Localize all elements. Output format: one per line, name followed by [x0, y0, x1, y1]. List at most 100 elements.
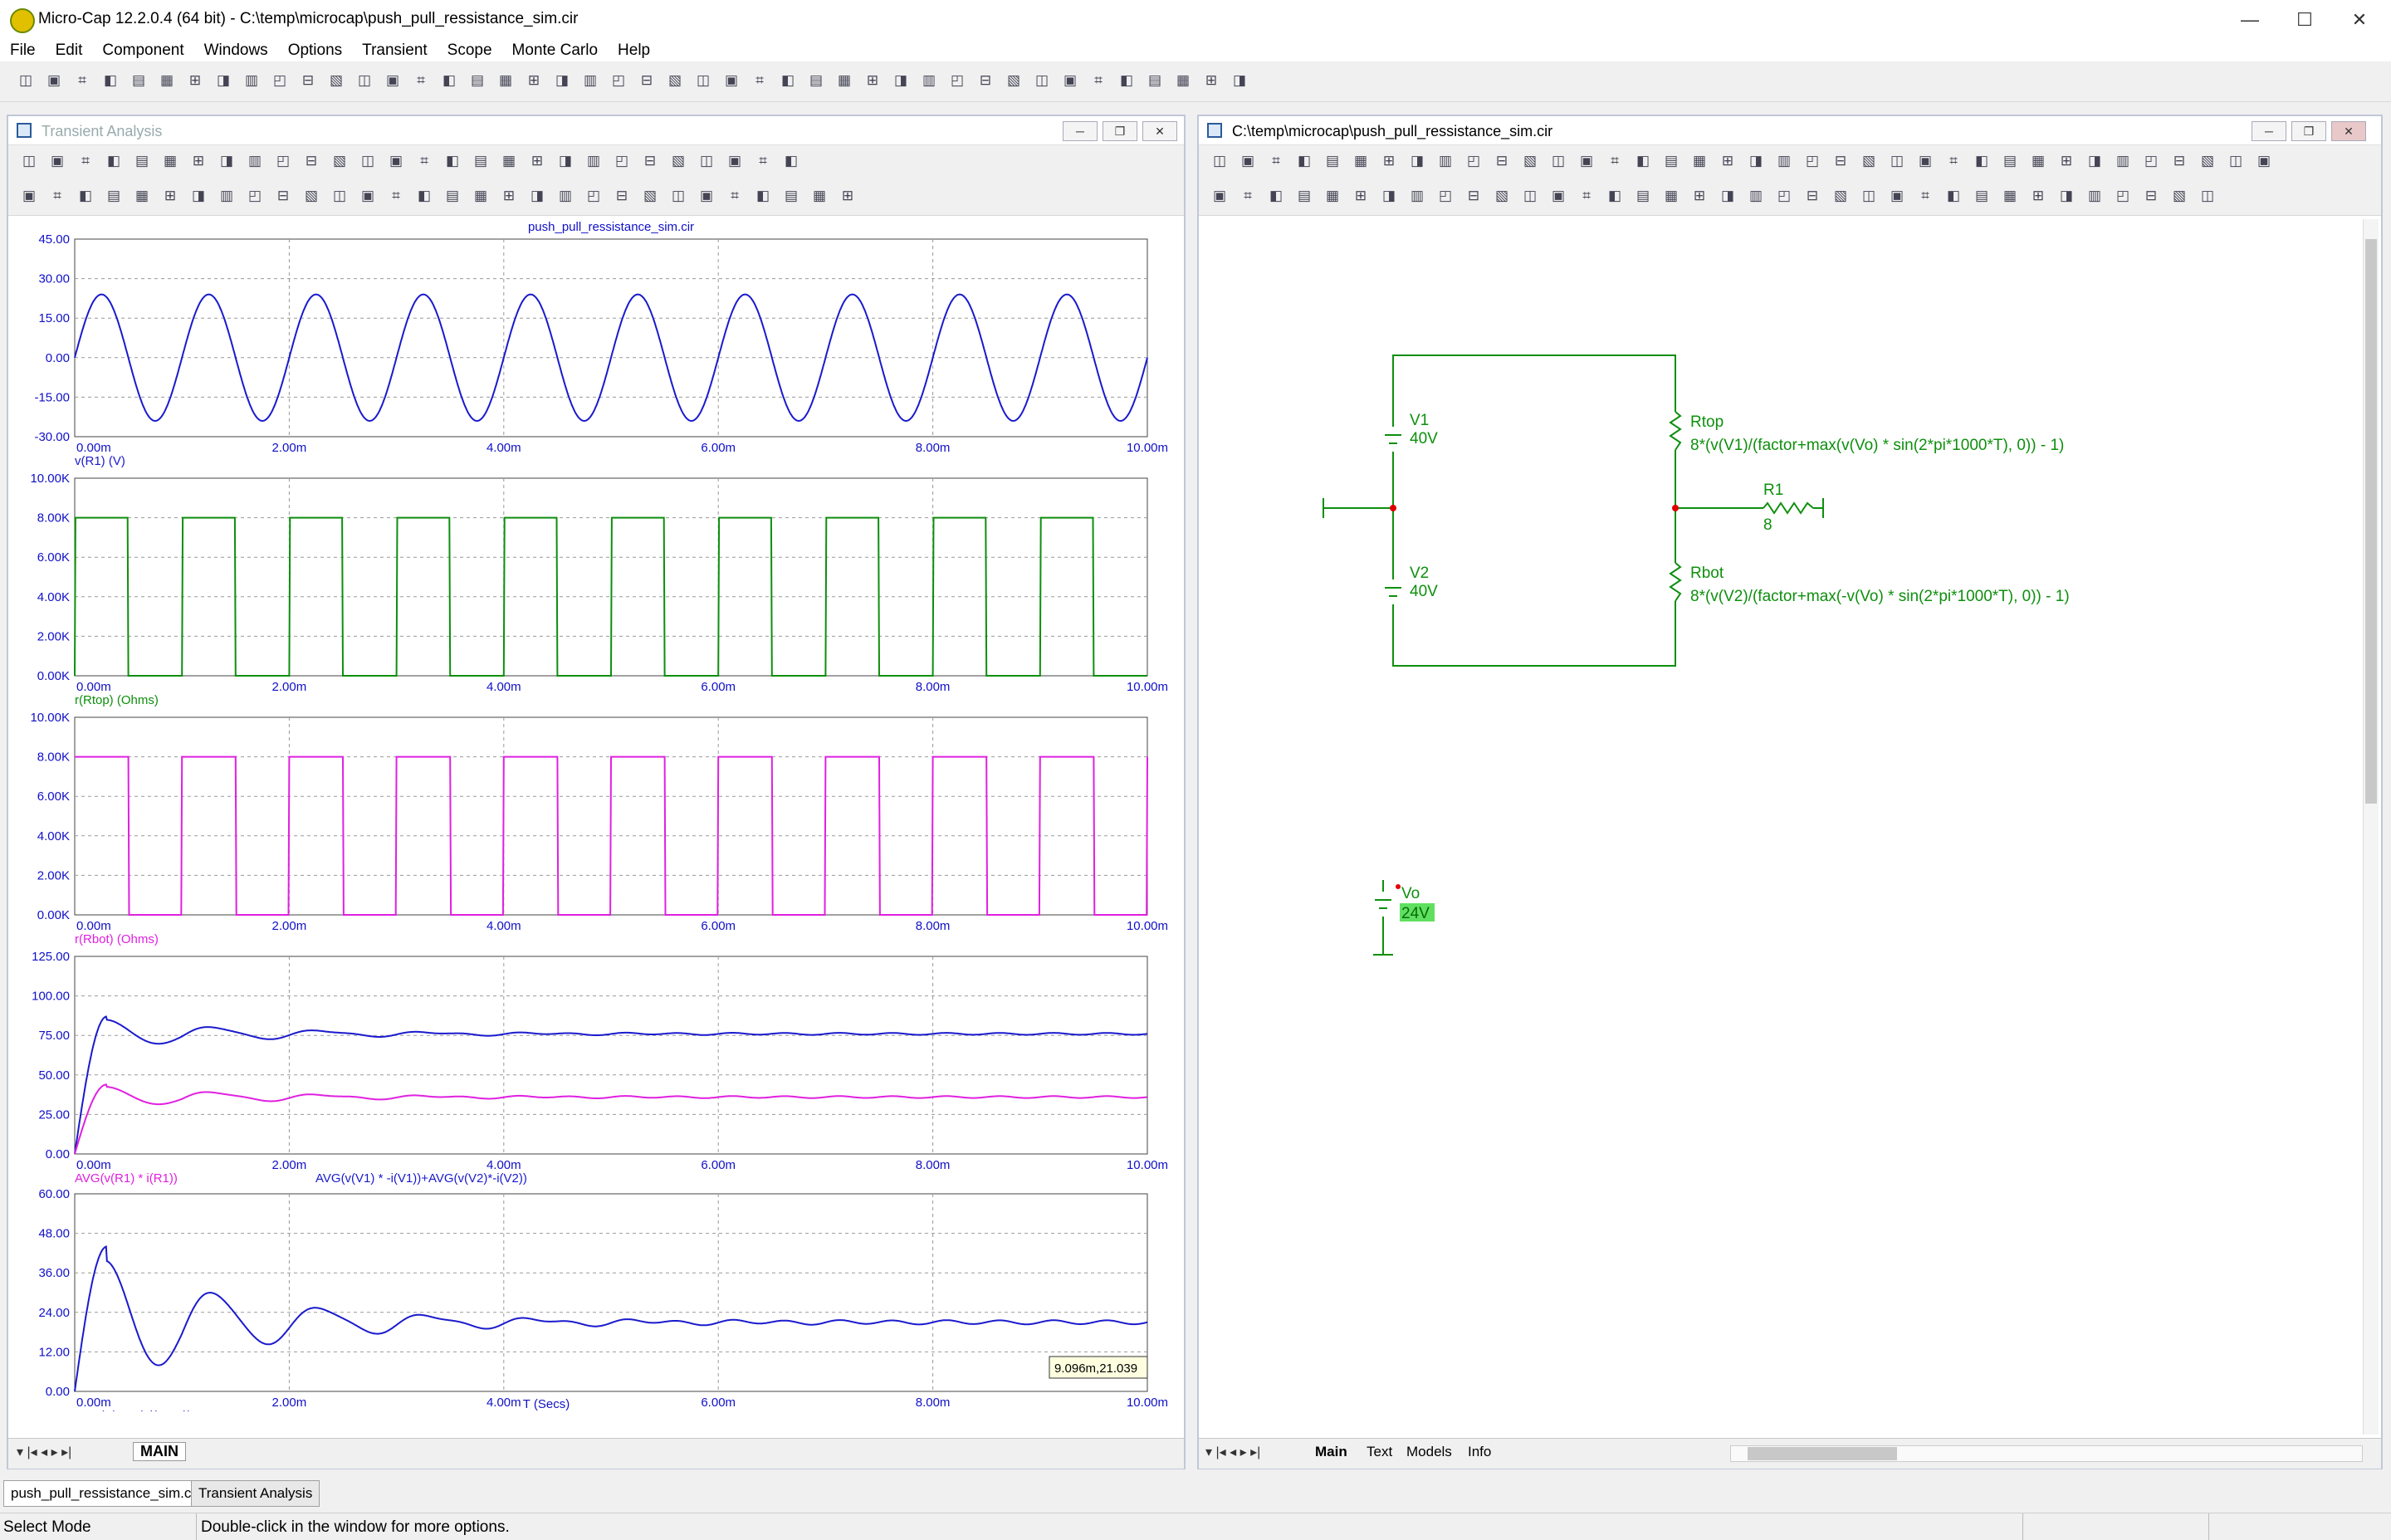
toolbar-button-icon[interactable]: ▣: [1240, 153, 1255, 169]
toolbar-button-icon[interactable]: ◰: [272, 72, 287, 88]
toolbar-button-icon[interactable]: ▣: [385, 72, 400, 88]
toolbar-button-icon[interactable]: ◰: [1777, 188, 1792, 203]
toolbar-button-icon[interactable]: ▤: [2002, 153, 2017, 169]
toolbar-button-icon[interactable]: ▣: [50, 153, 65, 169]
toolbar-button-icon[interactable]: ▦: [159, 72, 174, 88]
toolbar-button-icon[interactable]: ⊟: [305, 153, 318, 169]
toolbar-button-icon[interactable]: ◧: [1119, 72, 1134, 88]
toolbar-button-icon[interactable]: ◫: [1523, 188, 1538, 203]
toolbar-button-icon[interactable]: ◨: [1381, 188, 1396, 203]
toolbar-button-icon[interactable]: ▣: [1890, 188, 1904, 203]
toolbar-button-icon[interactable]: ▤: [1297, 188, 1312, 203]
toolbar-button-icon[interactable]: ◧: [442, 72, 457, 88]
toolbar-button-icon[interactable]: ▦: [2002, 188, 2017, 203]
toolbar-button-icon[interactable]: ▤: [1325, 153, 1340, 169]
toolbar-button-icon[interactable]: ⊟: [643, 153, 657, 169]
toolbar-button-icon[interactable]: ⊟: [1834, 153, 1847, 169]
toolbar-button-icon[interactable]: ▤: [445, 188, 460, 203]
toolbar-button-icon[interactable]: ▧: [1494, 188, 1509, 203]
toolbar-button-icon[interactable]: ◫: [696, 72, 711, 88]
toolbar-button-icon[interactable]: ⊞: [1693, 188, 1706, 203]
toolbar-button-icon[interactable]: ⊞: [1382, 153, 1396, 169]
transient-minimize-button[interactable]: ─: [1063, 121, 1098, 141]
toolbar-button-icon[interactable]: ⊞: [164, 188, 177, 203]
toolbar-button-icon[interactable]: ⌗: [731, 188, 739, 203]
toolbar-button-icon[interactable]: ▦: [473, 188, 488, 203]
menu-file[interactable]: File: [10, 42, 36, 59]
toolbar-button-icon[interactable]: ◨: [1232, 72, 1247, 88]
toolbar-button-icon[interactable]: ◨: [893, 72, 908, 88]
toolbar-button-icon[interactable]: ⊟: [1495, 153, 1508, 169]
toolbar-button-icon[interactable]: ▦: [1353, 153, 1368, 169]
toolbar-button-icon[interactable]: ▤: [106, 188, 121, 203]
schematic-close-button[interactable]: ✕: [2331, 121, 2366, 141]
schematic-restore-button[interactable]: ❐: [2291, 121, 2326, 141]
toolbar-button-icon[interactable]: ▦: [2031, 153, 2046, 169]
toolbar-button-icon[interactable]: ▣: [1212, 188, 1227, 203]
toolbar-button-icon[interactable]: ⊞: [2060, 153, 2073, 169]
toolbar-button-icon[interactable]: ◰: [2144, 153, 2159, 169]
tab-main[interactable]: Main: [1315, 1444, 1347, 1459]
toolbar-button-icon[interactable]: ⌗: [1244, 188, 1252, 203]
toolbar-button-icon[interactable]: ▣: [360, 188, 375, 203]
toolbar-button-icon[interactable]: ⌗: [755, 72, 764, 88]
toolbar-button-icon[interactable]: ◫: [699, 153, 714, 169]
toolbar-button-icon[interactable]: ▣: [2257, 153, 2271, 169]
toolbar-button-icon[interactable]: ▤: [470, 72, 485, 88]
toolbar-button-icon[interactable]: ◫: [360, 153, 375, 169]
toolbar-button-icon[interactable]: ◫: [357, 72, 372, 88]
toolbar-button-icon[interactable]: ⌗: [81, 153, 90, 169]
toolbar-button-icon[interactable]: ◨: [1720, 188, 1735, 203]
toolbar-button-icon[interactable]: ⊞: [866, 72, 879, 88]
toolbar-button-icon[interactable]: ▧: [2200, 153, 2215, 169]
toolbar-button-icon[interactable]: ▧: [1833, 188, 1848, 203]
toolbar-button-icon[interactable]: ▥: [1777, 153, 1792, 169]
toolbar-button-icon[interactable]: ▥: [1438, 153, 1453, 169]
schematic-horizontal-scrollbar[interactable]: [1730, 1445, 2363, 1462]
transient-close-button[interactable]: ✕: [1142, 121, 1177, 141]
toolbar-button-icon[interactable]: ◧: [103, 72, 118, 88]
toolbar-button-icon[interactable]: ▧: [1861, 153, 1876, 169]
toolbar-button-icon[interactable]: ◰: [586, 188, 601, 203]
toolbar-button-icon[interactable]: ⌗: [1949, 153, 1958, 169]
toolbar-button-icon[interactable]: ◫: [332, 188, 347, 203]
toolbar-button-icon[interactable]: ▥: [219, 188, 234, 203]
menu-transient[interactable]: Transient: [362, 42, 428, 59]
toolbar-button-icon[interactable]: ▤: [1974, 188, 1989, 203]
toolbar-button-icon[interactable]: ⊞: [841, 188, 854, 203]
tab-main-plot[interactable]: MAIN: [133, 1442, 186, 1461]
toolbar-button-icon[interactable]: ◨: [1410, 153, 1425, 169]
toolbar-button-icon[interactable]: ▦: [163, 153, 178, 169]
toolbar-button-icon[interactable]: ▦: [134, 188, 149, 203]
toolbar-button-icon[interactable]: ▣: [699, 188, 714, 203]
toolbar-button-icon[interactable]: ▧: [667, 72, 682, 88]
toolbar-button-icon[interactable]: ▤: [1664, 153, 1679, 169]
doc-tab-schematic[interactable]: push_pull_ressistance_sim.cir: [3, 1480, 207, 1507]
toolbar-button-icon[interactable]: ▥: [244, 72, 259, 88]
tab-models[interactable]: Models: [1406, 1444, 1452, 1459]
toolbar-button-icon[interactable]: ◧: [784, 153, 799, 169]
toolbar-button-icon[interactable]: ▤: [784, 188, 799, 203]
toolbar-button-icon[interactable]: ⊟: [276, 188, 290, 203]
toolbar-button-icon[interactable]: ⊞: [527, 72, 540, 88]
toolbar-button-icon[interactable]: ▥: [247, 153, 262, 169]
toolbar-button-icon[interactable]: ⊟: [301, 72, 315, 88]
toolbar-button-icon[interactable]: ▤: [1147, 72, 1162, 88]
toolbar-button-icon[interactable]: ⌗: [420, 153, 428, 169]
page-navigation[interactable]: ▾ |◂ ◂ ▸ ▸|: [17, 1445, 72, 1459]
toolbar-button-icon[interactable]: ⊟: [615, 188, 628, 203]
toolbar-button-icon[interactable]: ▣: [1063, 72, 1078, 88]
toolbar-button-icon[interactable]: ▣: [1579, 153, 1594, 169]
toolbar-button-icon[interactable]: ▤: [809, 72, 824, 88]
toolbar-button-icon[interactable]: ⊟: [2173, 153, 2186, 169]
toolbar-button-icon[interactable]: ⌗: [1582, 188, 1591, 203]
toolbar-button-icon[interactable]: ▥: [2087, 188, 2102, 203]
toolbar-button-icon[interactable]: ▦: [1664, 188, 1679, 203]
toolbar-button-icon[interactable]: ◰: [614, 153, 629, 169]
toolbar-button-icon[interactable]: ▤: [473, 153, 488, 169]
toolbar-button-icon[interactable]: ◫: [1551, 153, 1566, 169]
toolbar-button-icon[interactable]: ⊟: [640, 72, 653, 88]
toolbar-button-icon[interactable]: ⌗: [53, 188, 61, 203]
schematic-canvas[interactable]: V1 40V V2 40V Rtop 8*(v(V1)/(factor+max(…: [1199, 216, 2381, 1436]
toolbar-button-icon[interactable]: ⊞: [2032, 188, 2045, 203]
